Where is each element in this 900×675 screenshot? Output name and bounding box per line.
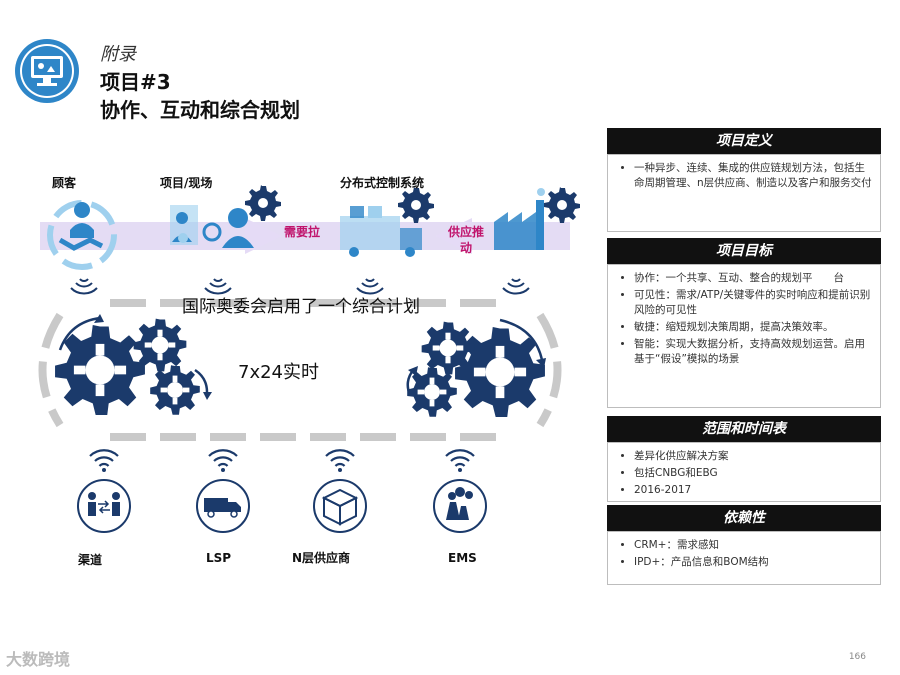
panel-scope-body: 差异化供应解决方案 包括CNBG和EBG 2016-2017 xyxy=(607,442,881,502)
panel-goals-title: 项目目标 xyxy=(607,238,881,264)
list-item: 差异化供应解决方案 xyxy=(634,449,872,464)
factory-icon xyxy=(494,188,545,250)
page-title: 协作、互动和综合规划 xyxy=(100,94,300,123)
dcs-label: 分布式控制系统 xyxy=(340,174,424,191)
panel-dependency-title: 依赖性 xyxy=(607,505,881,531)
list-item: 智能：实现大数据分析，支持高效规划运营。启用基于“假设”模拟的场景 xyxy=(634,337,872,367)
list-item: 包括CNBG和EBG xyxy=(634,466,872,481)
appendix-label: 附录 xyxy=(100,40,136,66)
lsp-truck-icon xyxy=(197,480,249,532)
channel-label: 渠道 xyxy=(78,551,102,568)
tier-n-supplier-box-icon xyxy=(314,480,366,532)
list-item: 2016-2017 xyxy=(634,483,872,498)
panel-definition-body: 一种异步、连续、集成的供应链规划方法，包括生命周期管理、n层供应商、制造以及客户… xyxy=(607,154,881,232)
panel-definition-title: 项目定义 xyxy=(607,128,881,154)
list-item: IPD+：产品信息和BOM结构 xyxy=(634,555,872,570)
project-site-label: 项目/现场 xyxy=(160,174,212,191)
integrated-plan-banner: 国际奥委会启用了一个综合计划 xyxy=(182,292,420,317)
customer-label: 顾客 xyxy=(52,174,76,191)
panel-dependency-body: CRM+：需求感知 IPD+：产品信息和BOM结构 xyxy=(607,531,881,585)
presentation-logo-icon xyxy=(14,38,80,104)
project-number: 项目#3 xyxy=(100,66,171,95)
list-item: 可见性：需求/ATP/关键零件的实时响应和提前识别风险的可见性 xyxy=(634,288,872,318)
channel-icon xyxy=(78,480,130,532)
lsp-label: LSP xyxy=(206,551,231,565)
page-number: 166 xyxy=(849,652,866,662)
list-item: 协作：一个共享、互动、整合的规划平 台 xyxy=(634,271,872,286)
panel-scope-title: 范围和时间表 xyxy=(607,416,881,442)
supply-push-label: 供应推动 xyxy=(448,224,484,256)
panel-goals-body: 协作：一个共享、互动、整合的规划平 台 可见性：需求/ATP/关键零件的实时响应… xyxy=(607,264,881,408)
list-item: 敏捷：缩短规划决策周期，提高决策效率。 xyxy=(634,320,872,335)
ems-factory-icon xyxy=(434,480,486,532)
realtime-label: 7x24实时 xyxy=(238,358,319,384)
ems-label: EMS xyxy=(448,551,477,565)
demand-pull-label: 需要拉 xyxy=(284,224,320,240)
tier-n-supplier-label: N层供应商 xyxy=(292,551,352,566)
list-item: CRM+：需求感知 xyxy=(634,538,872,553)
watermark: 大数跨境 xyxy=(6,646,70,670)
list-item: 一种异步、连续、集成的供应链规划方法，包括生命周期管理、n层供应商、制造以及客户… xyxy=(634,161,872,191)
